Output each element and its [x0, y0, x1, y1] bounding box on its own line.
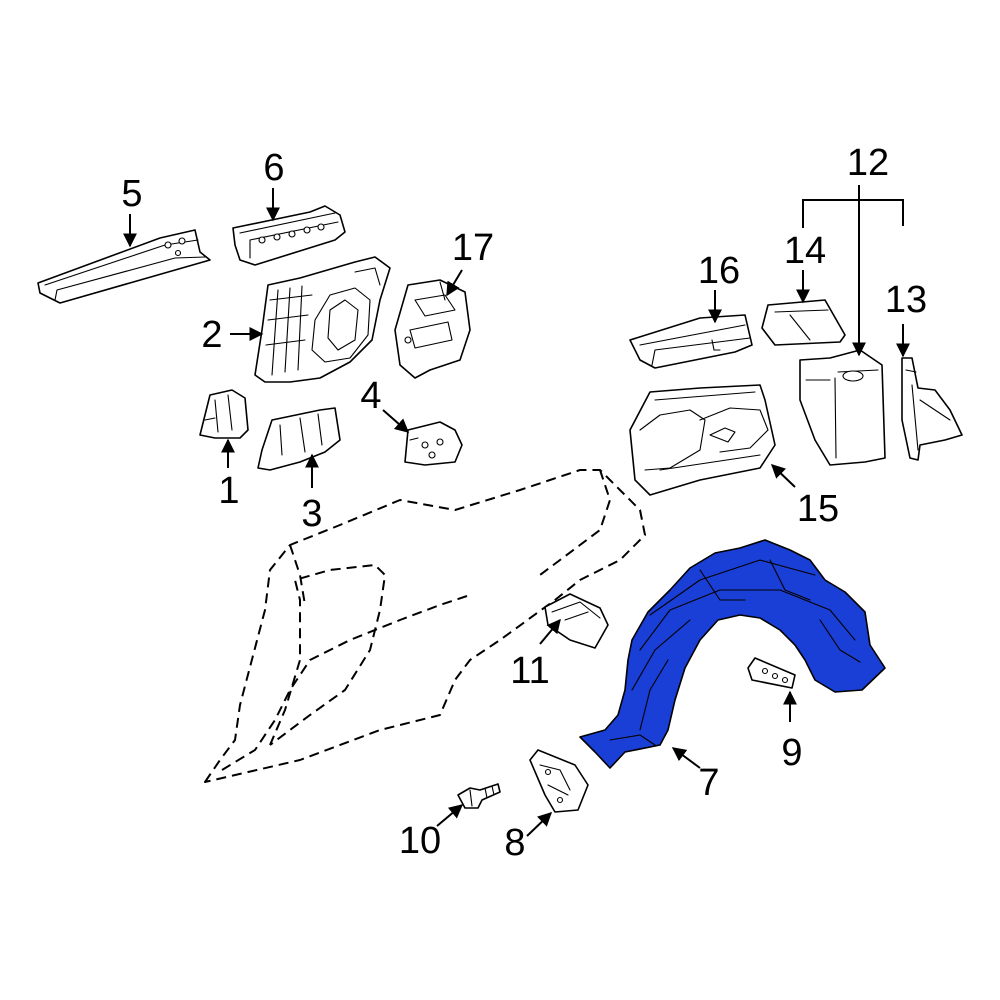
callout-17: 17 — [452, 227, 494, 269]
part-2-inner-panel[interactable] — [254, 256, 391, 383]
part-5-rail[interactable] — [37, 229, 211, 304]
callout-5: 5 — [121, 173, 142, 215]
callout-12: 12 — [847, 142, 889, 184]
leader-15 — [770, 464, 796, 488]
callout-labels: 5 6 2 17 4 1 3 16 14 12 13 15 11 7 9 8 1… — [121, 142, 927, 864]
callout-8: 8 — [504, 822, 525, 864]
part-10-fastener[interactable] — [457, 783, 501, 809]
part-8-bracket[interactable] — [529, 749, 589, 813]
callout-3: 3 — [301, 493, 322, 535]
part-9-bracket[interactable] — [747, 657, 796, 689]
part-6-rail[interactable] — [232, 205, 346, 266]
leader-12-bracket — [802, 199, 904, 228]
callout-6: 6 — [263, 147, 284, 189]
callout-14: 14 — [784, 230, 826, 272]
callout-7: 7 — [698, 762, 719, 804]
part-12-bracket[interactable] — [799, 349, 886, 466]
leader-10 — [436, 804, 464, 827]
part-3-bracket[interactable] — [257, 407, 341, 471]
part-16-rail[interactable] — [629, 314, 753, 369]
callout-16: 16 — [698, 250, 740, 292]
part-17-bracket[interactable] — [394, 279, 471, 379]
leader-7 — [671, 747, 701, 769]
callout-2: 2 — [201, 314, 222, 356]
part-11-bracket[interactable] — [544, 593, 609, 649]
callout-9: 9 — [781, 732, 802, 774]
part-4-bracket[interactable] — [404, 421, 463, 466]
callout-4: 4 — [360, 375, 381, 417]
part-1-bracket[interactable] — [199, 389, 249, 439]
callout-11: 11 — [510, 650, 549, 692]
leader-8 — [526, 812, 553, 837]
part-14-bracket[interactable] — [761, 299, 846, 346]
callout-15: 15 — [797, 488, 839, 530]
part-7-body — [579, 539, 886, 769]
quarter-panel-outline — [204, 469, 646, 783]
callout-10: 10 — [399, 820, 441, 862]
callout-1: 1 — [218, 470, 239, 512]
leader-lines — [123, 185, 910, 837]
leader-11 — [539, 618, 561, 645]
callout-13: 13 — [885, 279, 927, 321]
leader-17 — [446, 269, 463, 297]
part-15-inner-housing[interactable] — [629, 384, 776, 496]
leader-4 — [382, 409, 410, 433]
part-13-bracket[interactable] — [901, 357, 963, 461]
part-7-wheelhouse-liner[interactable] — [579, 539, 886, 769]
